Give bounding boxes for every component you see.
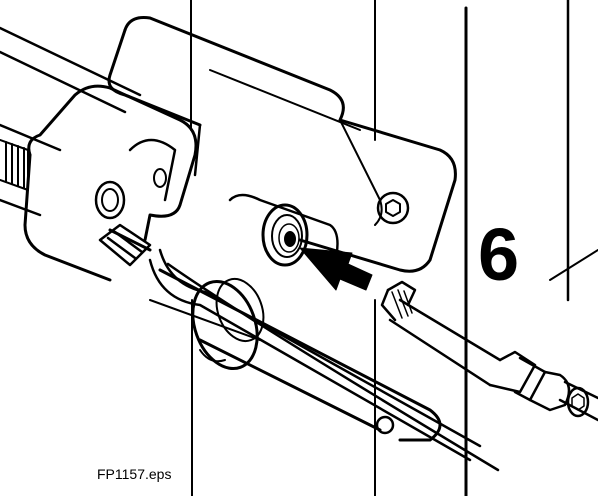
left-rails	[0, 26, 142, 217]
file-label: FP1157.eps	[97, 466, 172, 482]
arrow-icon	[299, 247, 373, 291]
threaded-rod-end	[0, 139, 29, 191]
fluid-tube	[108, 228, 500, 472]
background-frame	[190, 0, 598, 496]
hex-socket-icon	[376, 191, 410, 225]
insert-fitting	[380, 280, 598, 422]
tube-fitting	[98, 223, 152, 267]
step-number: 6	[478, 213, 519, 296]
threaded-port	[261, 203, 309, 267]
cylinder-body	[158, 268, 442, 442]
end-cap	[23, 84, 198, 282]
